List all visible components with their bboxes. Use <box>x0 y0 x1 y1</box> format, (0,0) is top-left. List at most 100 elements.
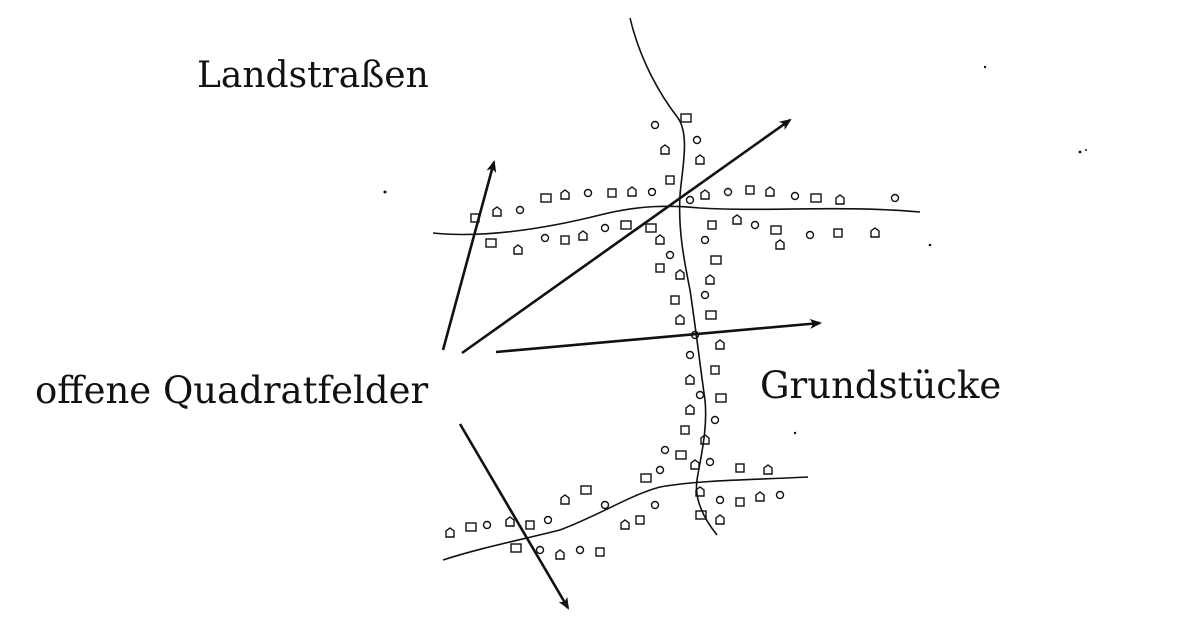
plot-house-symbol <box>833 228 843 238</box>
plot-house-symbol <box>560 235 570 245</box>
plot-house-symbol <box>580 485 592 495</box>
plot-house-symbol <box>540 193 552 203</box>
plot-house-symbol <box>465 522 477 532</box>
plot-house-symbol <box>695 390 705 400</box>
plot-house-symbol <box>445 527 455 538</box>
plot-house-symbol <box>685 404 695 415</box>
plot-house-symbol <box>560 494 570 505</box>
plot-house-symbol <box>685 350 695 360</box>
plot-house-symbol <box>595 547 605 557</box>
plot-house-symbol <box>700 235 710 245</box>
plot-house-symbol <box>620 220 632 230</box>
plot-house-symbol <box>680 425 690 435</box>
plot-house-symbol <box>675 450 687 460</box>
plot-house-symbol <box>600 223 610 233</box>
plot-house-symbol <box>750 220 760 230</box>
plot-house-symbol <box>660 445 670 455</box>
plot-house-symbol <box>870 227 880 238</box>
plot-house-symbol <box>535 545 545 555</box>
plot-house-symbol <box>715 514 725 525</box>
plot-house-symbol <box>665 250 675 260</box>
plot-house-symbol <box>710 365 720 375</box>
plot-house-symbol <box>645 223 657 233</box>
plot-house-symbol <box>640 473 652 483</box>
plot-house-symbol <box>715 393 727 403</box>
arrow-to-plots <box>495 318 822 354</box>
plot-house-symbol <box>735 497 745 507</box>
plot-house-symbol <box>485 238 497 248</box>
plot-house-symbol <box>770 225 782 235</box>
plot-house-symbol <box>665 175 675 185</box>
plot-house-symbol <box>763 464 773 475</box>
plot-house-symbol <box>675 314 685 325</box>
plot-house-symbol <box>690 459 700 470</box>
plot-house-symbol <box>583 188 593 198</box>
road-north-south <box>629 17 718 536</box>
plot-house-symbol <box>655 234 665 245</box>
road-east-west-upper <box>432 205 921 236</box>
plot-house-symbol <box>660 144 670 155</box>
plot-house-symbol <box>650 120 660 130</box>
plot-house-symbol <box>715 339 725 350</box>
plot-house-symbol <box>540 233 550 243</box>
plot-house-symbol <box>810 193 822 203</box>
plot-house-symbol <box>700 434 710 445</box>
plot-house-symbol <box>700 189 710 200</box>
arrow-to-south <box>458 423 570 610</box>
plot-house-symbol <box>695 510 707 520</box>
plot-house-symbol <box>710 255 722 265</box>
plot-house-symbol <box>790 191 800 201</box>
plot-house-symbol <box>835 194 845 205</box>
plot-house-symbol <box>510 543 522 553</box>
arrow-to-northeast <box>461 118 792 355</box>
plot-house-symbol <box>655 263 665 273</box>
plot-house-symbol <box>578 230 588 241</box>
plot-house-symbol <box>513 244 523 255</box>
plot-house-symbol <box>685 374 695 385</box>
plot-house-symbol <box>680 113 692 123</box>
plot-house-symbol <box>650 500 660 510</box>
plot-house-symbol <box>505 516 515 527</box>
roads <box>432 17 921 561</box>
plot-house-symbol <box>555 549 565 560</box>
scan-specks <box>383 65 1087 435</box>
plot-house-symbol <box>755 491 765 502</box>
plot-house-symbol <box>675 269 685 280</box>
plot-house-symbol <box>700 290 710 300</box>
plot-house-symbol <box>695 486 705 497</box>
plot-house-symbol <box>575 545 585 555</box>
plot-house-symbol <box>600 500 610 510</box>
label-offene-quadratfelder: offene Quadratfelder <box>35 369 429 412</box>
plot-house-symbol <box>723 187 733 197</box>
plot-house-symbol <box>543 515 553 525</box>
plot-house-symbol <box>710 415 720 425</box>
plot-house-symbol <box>560 189 570 200</box>
plot-house-symbol <box>705 310 717 320</box>
plot-house-symbol <box>620 519 630 530</box>
label-grundstuecke: Grundstücke <box>760 364 1002 407</box>
plot-house-symbol <box>685 195 695 205</box>
plot-house-symbol <box>705 274 715 285</box>
arrows <box>441 118 822 610</box>
plot-house-symbol <box>482 520 492 530</box>
road-east-west-lower <box>442 476 809 561</box>
plot-house-symbol <box>635 515 645 525</box>
plot-house-symbol <box>775 490 785 500</box>
label-landstrassen: Landstraßen <box>197 55 429 96</box>
plot-house-symbol <box>492 206 502 217</box>
plot-house-symbol <box>805 230 815 240</box>
plot-house-symbol <box>607 188 617 198</box>
plot-house-symbol <box>715 495 725 505</box>
plot-house-symbol <box>655 465 665 475</box>
plot-house-symbol <box>890 193 900 203</box>
plot-house-symbol <box>692 135 702 145</box>
arrow-to-roads-north <box>441 160 497 351</box>
plot-house-symbol <box>735 463 745 473</box>
plot-house-symbol <box>647 187 657 197</box>
plot-house-symbol <box>732 214 742 225</box>
plot-house-symbol <box>525 520 535 530</box>
plot-house-symbol <box>670 295 680 305</box>
plot-house-symbol <box>745 185 755 195</box>
plot-house-symbol <box>775 239 785 250</box>
